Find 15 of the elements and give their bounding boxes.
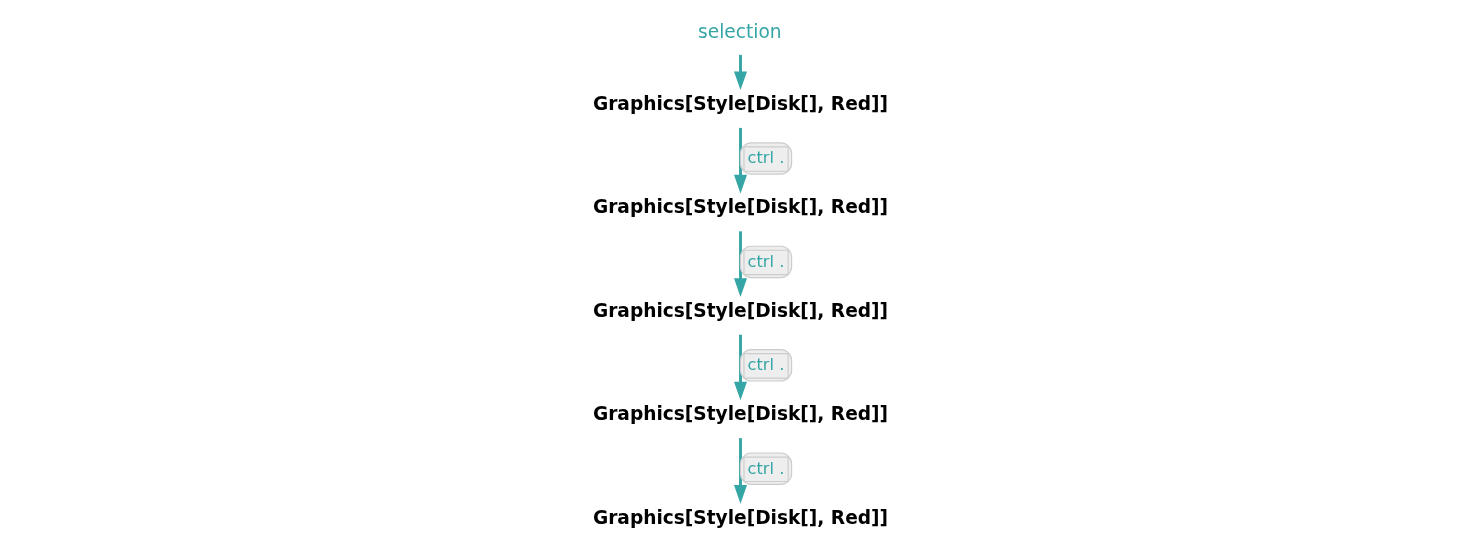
node-text: Graphics[Style[Disk[], Red]] — [592, 196, 888, 218]
arrow — [733, 231, 747, 297]
node-text: Graphics[Style[Disk[], Red]] — [592, 506, 888, 528]
node-text: Graphics[Style[Disk[], Red]] — [592, 403, 888, 425]
edge-label: ctrl . — [746, 251, 784, 271]
node-text: Graphics[Style[Disk[], Red]] — [592, 299, 888, 321]
arrow — [733, 438, 747, 504]
edge-label: ctrl . — [746, 458, 784, 478]
arrow — [733, 127, 747, 194]
edge-label: ctrl . — [746, 148, 784, 168]
node-text: selection — [697, 21, 782, 42]
arrow — [733, 54, 747, 91]
node-text: Graphics[Style[Disk[], Red]] — [592, 93, 888, 115]
arrow — [733, 334, 747, 401]
edge-label: ctrl . — [746, 355, 784, 375]
